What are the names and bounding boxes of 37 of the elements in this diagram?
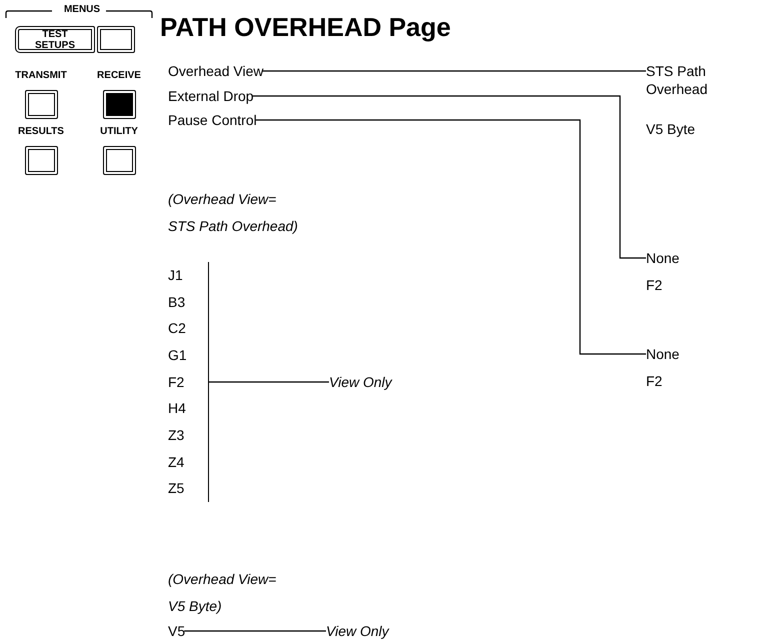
menu-option: V5 — [168, 622, 186, 640]
connector-line — [256, 119, 646, 355]
menu-option: External Drop — [168, 87, 254, 105]
register-name: Z5 — [168, 479, 186, 498]
menu-option: Overhead View — [168, 62, 264, 80]
button-label: RESULTS — [17, 126, 65, 138]
connector-line — [252, 95, 646, 259]
connector-line — [208, 381, 329, 383]
register-name: G1 — [168, 346, 188, 365]
register-name: Z4 — [168, 452, 186, 472]
button-label: RECEIVE — [96, 70, 142, 82]
menu-option: F2 — [646, 276, 662, 294]
menu-button: TEST SETUPS — [15, 26, 95, 53]
register-name: F2 — [168, 372, 186, 392]
menu-option: None — [646, 249, 680, 267]
register-name: H4 — [168, 399, 187, 418]
menu-option: Pause Control — [168, 111, 257, 129]
register-name: Z3 — [168, 426, 186, 445]
bracketed-list — [168, 262, 209, 502]
menu-option: None — [646, 345, 680, 363]
menu-option: V5 Byte — [646, 120, 696, 138]
condition-note: (Overhead View= STS Path Overhead) — [168, 190, 298, 236]
connector-line — [184, 630, 326, 632]
page-title: PATH OVERHEAD Page — [160, 12, 451, 42]
register-name: B3 — [168, 292, 186, 312]
menu-option: STS Path Overhead — [646, 62, 710, 98]
group-heading: MENUS — [62, 4, 102, 16]
condition-note: (Overhead View= V5 Byte) — [168, 570, 278, 616]
button-label: UTILITY — [99, 126, 139, 138]
menu-option: View Only — [326, 622, 389, 640]
button-label: TRANSMIT — [14, 70, 68, 82]
register-name: C2 — [168, 319, 187, 338]
connector-line — [262, 70, 646, 72]
register-name: J1 — [168, 266, 184, 285]
blank-button — [97, 26, 135, 53]
menu-option: View Only — [329, 373, 392, 391]
menu-option: F2 — [646, 372, 662, 390]
